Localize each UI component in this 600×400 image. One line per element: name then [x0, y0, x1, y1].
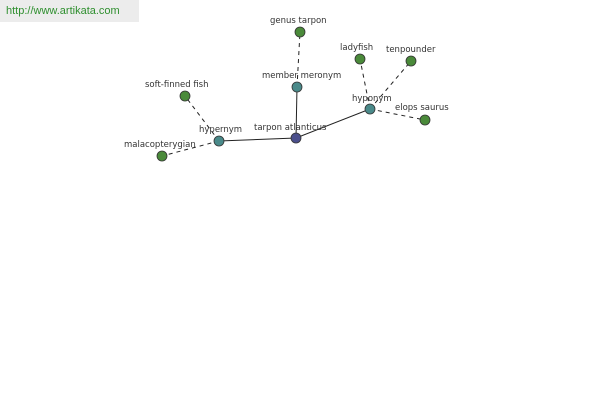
- edge-leaf-tenpounder: [369, 60, 412, 110]
- node-rel-hyponym[interactable]: [364, 103, 376, 115]
- label-center[interactable]: tarpon atlanticus: [254, 123, 327, 133]
- graph-nodes: [156, 26, 431, 162]
- edge-leaf-malacopterygian: [161, 140, 220, 157]
- node-leaf-elops-saurus[interactable]: [419, 114, 431, 126]
- node-rel-hypernym[interactable]: [213, 135, 225, 147]
- label-leaf-tenpounder[interactable]: tenpounder: [386, 45, 436, 55]
- site-url-link[interactable]: http://www.artikata.com: [0, 0, 139, 22]
- label-leaf-malacopterygian[interactable]: malacopterygian: [124, 140, 196, 150]
- label-rel-hypernym[interactable]: hypernym: [199, 125, 242, 135]
- edge-leaf-ladyfish: [359, 58, 371, 110]
- label-leaf-ladyfish[interactable]: ladyfish: [340, 43, 373, 53]
- node-leaf-genus-tarpon[interactable]: [294, 26, 306, 38]
- graph-labels: tarpon atlanticus hypernym member meronym h…: [124, 16, 449, 150]
- label-rel-hyponym[interactable]: hyponym: [352, 94, 392, 104]
- label-leaf-elops-saurus[interactable]: elops saurus: [395, 103, 449, 113]
- edge-rel-member-meronym: [295, 86, 298, 139]
- node-rel-member-meronym[interactable]: [291, 81, 303, 93]
- graph-edges: [161, 31, 426, 157]
- label-leaf-soft-finned-fish[interactable]: soft-finned fish: [145, 80, 209, 90]
- edge-leaf-elops-saurus: [369, 108, 426, 121]
- edge-leaf-genus-tarpon: [296, 31, 301, 88]
- node-leaf-tenpounder[interactable]: [405, 55, 417, 67]
- label-rel-member-meronym[interactable]: member meronym: [262, 71, 341, 81]
- node-leaf-malacopterygian[interactable]: [156, 150, 168, 162]
- node-leaf-soft-finned-fish[interactable]: [179, 90, 191, 102]
- node-center[interactable]: [290, 132, 302, 144]
- edge-leaf-soft-finned-fish: [184, 95, 220, 142]
- node-leaf-ladyfish[interactable]: [354, 53, 366, 65]
- label-leaf-genus-tarpon[interactable]: genus tarpon: [270, 16, 327, 26]
- edge-rel-hypernym: [218, 137, 297, 142]
- edge-rel-hyponym: [295, 108, 371, 139]
